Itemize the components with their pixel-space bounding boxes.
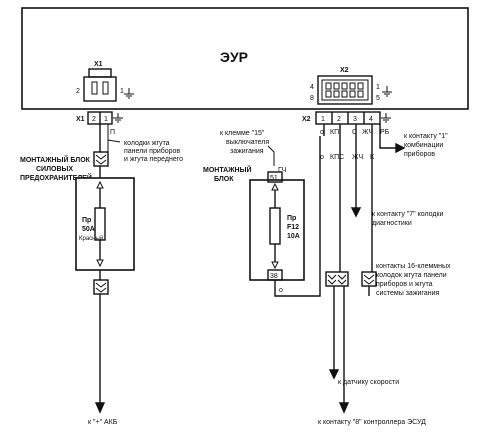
mount-pin-38: 38	[270, 273, 278, 280]
terminal-x2-label: X2	[302, 116, 311, 123]
power-fuse-code: Пр	[82, 217, 91, 224]
contact-1-line-1: к контакту "1"	[404, 133, 448, 140]
mount-pin-51: 51	[270, 175, 278, 182]
terminal-x1: X1 2 1	[76, 111, 123, 125]
mount-fuse-rating: 10А	[287, 233, 300, 240]
terminal-x2-pin-2: 2	[337, 116, 341, 123]
wire-code-p: П	[110, 129, 115, 136]
terminal-15-line-1: к клемме "15"	[220, 130, 265, 137]
power-fuse-rating: 50А	[82, 226, 95, 233]
wire-code-s: С	[352, 129, 357, 136]
terminal-x2-pin-3: 3	[353, 116, 357, 123]
connector-double-chevron	[361, 271, 377, 287]
wire-code-kps: КПС	[330, 154, 344, 161]
contact-7-line-1: к контакту "7" колодки	[372, 211, 444, 218]
terminal-x1-pin-1: 1	[104, 116, 108, 123]
terminal-x2: X2 1 2 3 4	[302, 111, 391, 125]
power-block-line-1: МОНТАЖНЫЙ БЛОК	[20, 155, 91, 164]
mount-fuse-block: 51 Пр F12 10А 38	[249, 171, 305, 281]
contact-7-line-2: диагностики	[372, 220, 412, 227]
speed-sensor-label: к датчику скорости	[338, 379, 399, 386]
wire-code-zhch: ЖЧ	[352, 154, 363, 161]
ground-icon	[381, 113, 391, 123]
terminal-x1-label: X1	[76, 116, 85, 123]
terminal-15-line-2: выключателя	[226, 139, 269, 146]
harness-front-line-3: и жгута переднего	[124, 156, 183, 163]
connector-x2-label: X2	[340, 67, 349, 74]
contacts-16-line-3: приборов и жгута	[376, 280, 433, 288]
contacts-16-line-4: системы зажигания	[376, 290, 439, 297]
connector-double-chevron	[325, 271, 349, 287]
mount-fuse-id: F12	[287, 224, 299, 231]
ground-icon	[113, 113, 123, 123]
connector-x1: X1 2 1	[76, 61, 134, 102]
x1-pin-2-label: 2	[76, 88, 80, 95]
wire-code-kp: КП	[330, 129, 339, 136]
harness-front-line-2: панели приборов	[124, 147, 180, 155]
wire-code-gch: ГЧ	[278, 167, 287, 174]
connector-x1-label: X1	[94, 61, 103, 68]
x1-pin-1-label: 1	[120, 88, 124, 95]
ecu-label: ЭУР	[220, 49, 248, 65]
ecu-box	[21, 7, 469, 110]
terminal-15-line-3: зажигания	[230, 148, 264, 155]
mount-block-line-1: МОНТАЖНЫЙ	[203, 165, 252, 174]
x2-pin-1-label: 1	[376, 84, 380, 91]
connector-double-chevron	[93, 151, 109, 167]
connector-double-chevron	[93, 279, 109, 295]
mount-fuse-code: Пр	[287, 215, 296, 222]
power-block-line-2: СИЛОВЫХ	[36, 166, 73, 173]
wire-marker-o: о	[320, 129, 324, 136]
contacts-16-line-1: контакты 16-клеммных	[376, 263, 451, 270]
contact-1-line-2: комбинации	[404, 141, 443, 149]
contacts-16-line-2: колодок жгута панели	[376, 272, 447, 279]
terminal-x2-pin-4: 4	[369, 116, 373, 123]
wire-marker-o: о	[320, 154, 324, 161]
ground-icon	[382, 86, 392, 97]
terminal-x2-pin-1: 1	[321, 116, 325, 123]
harness-front-line-1: колодки жгута	[124, 140, 170, 147]
terminal-x1-pin-2: 2	[92, 116, 96, 123]
wire-code-zhch-2: ЖЧ	[362, 129, 373, 136]
akb-label: к "+" АКБ	[88, 419, 118, 426]
ground-icon	[124, 88, 134, 99]
ecu-contact-label: к контакту "8" контроллера ЭСУД	[318, 419, 426, 426]
power-fuse-block: Пр 50А Красный	[75, 177, 135, 271]
power-fuse-color: Красный	[79, 235, 103, 242]
wire-code-k: К	[370, 154, 375, 161]
x2-pin-8-label: 8	[310, 95, 314, 102]
contact-1-line-3: приборов	[404, 150, 435, 158]
x2-pin-5-label: 5	[376, 95, 380, 102]
power-block-line-3: ПРЕДОХРАНИТЕЛЕЙ	[20, 173, 92, 182]
mount-block-line-2: БЛОК	[214, 176, 234, 183]
connector-x2: X2 4 8 1 5	[310, 67, 392, 105]
wire-code-rb: РБ	[380, 129, 390, 136]
x2-pin-4-label: 4	[310, 84, 314, 91]
wire-marker-o: о	[279, 287, 283, 294]
